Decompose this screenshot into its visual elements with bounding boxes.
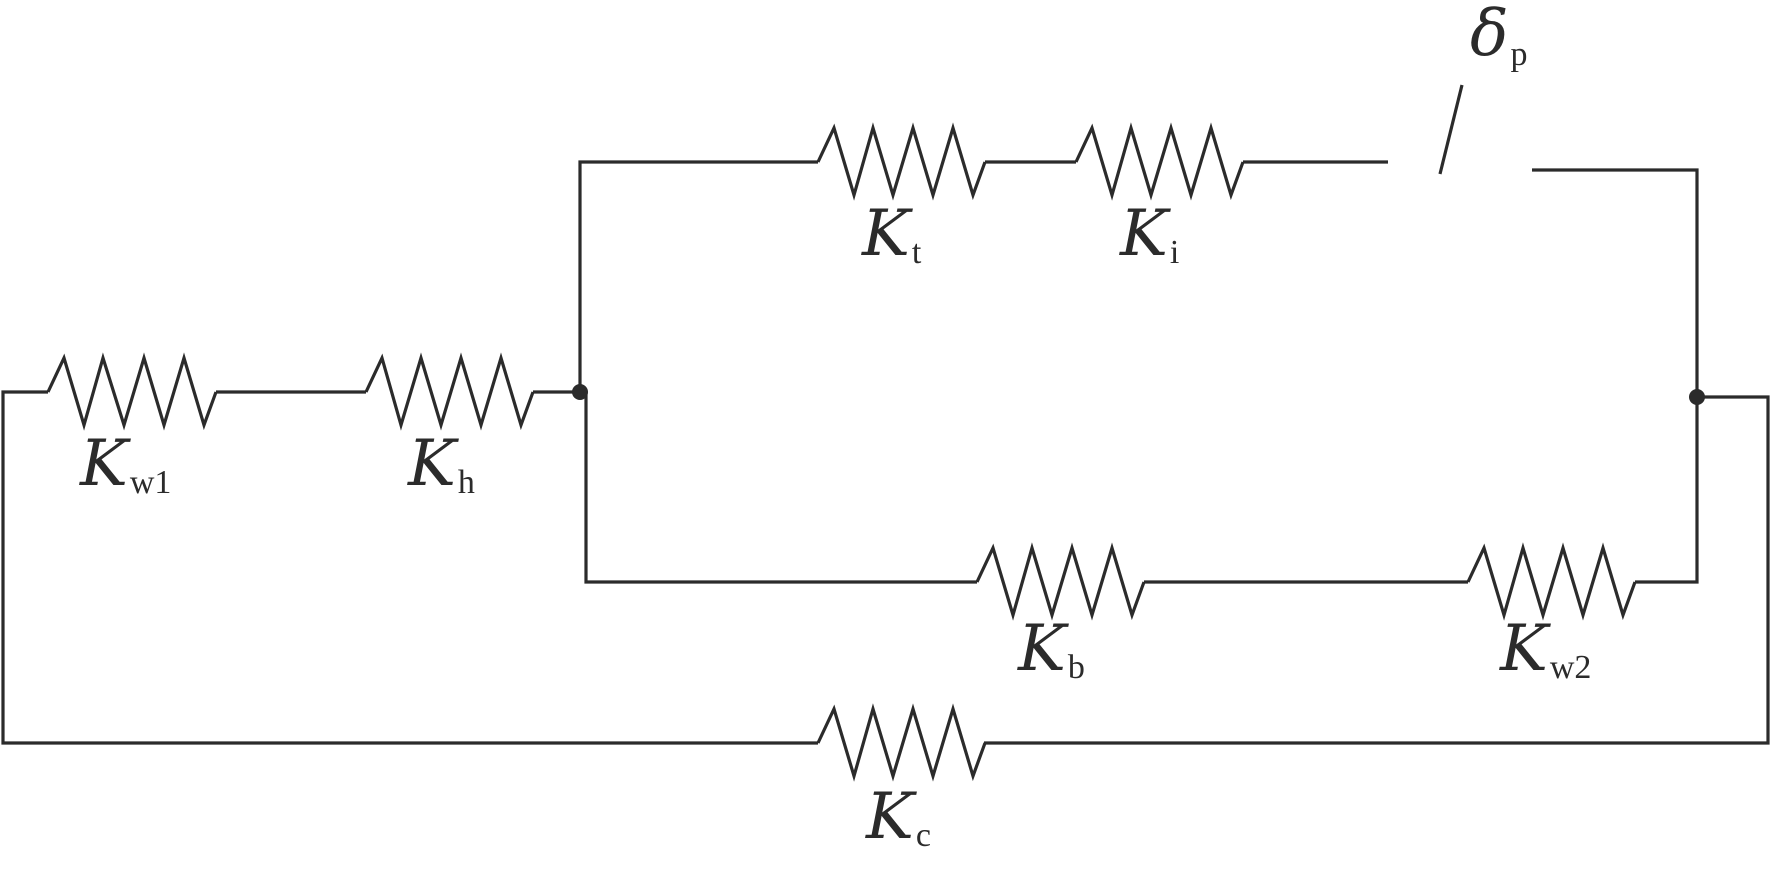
- label-kh: Kh: [407, 427, 475, 501]
- spring-kb: [975, 542, 1146, 621]
- label-kc: Kc: [865, 780, 931, 854]
- upper-branch-wire-left: [578, 160, 818, 392]
- label-kw2: Kw2: [1499, 612, 1591, 686]
- lower-branch-wire-right: [1635, 397, 1699, 584]
- spring-kh: [364, 352, 535, 431]
- spring-kw2: [1466, 542, 1637, 621]
- spring-kw1: [46, 352, 218, 431]
- right-junction-node: [1689, 389, 1705, 405]
- outer-loop-wire-right: [984, 395, 1770, 745]
- spring-kt: [816, 122, 987, 201]
- upper-branch-wire-right: [1532, 168, 1699, 397]
- label-ki: Ki: [1119, 197, 1179, 271]
- spring-kc: [816, 703, 987, 782]
- gap-switch-blade: [1438, 84, 1464, 175]
- label-gap: δp: [1470, 0, 1528, 73]
- label-kb: Kb: [1017, 612, 1085, 686]
- spring-ki: [1074, 122, 1245, 201]
- left-junction-node: [572, 384, 588, 400]
- outer-loop-wire: [1, 390, 818, 745]
- lower-branch-wire-left: [584, 392, 977, 584]
- label-kt: Kt: [861, 197, 922, 271]
- label-kw1: Kw1: [79, 427, 171, 501]
